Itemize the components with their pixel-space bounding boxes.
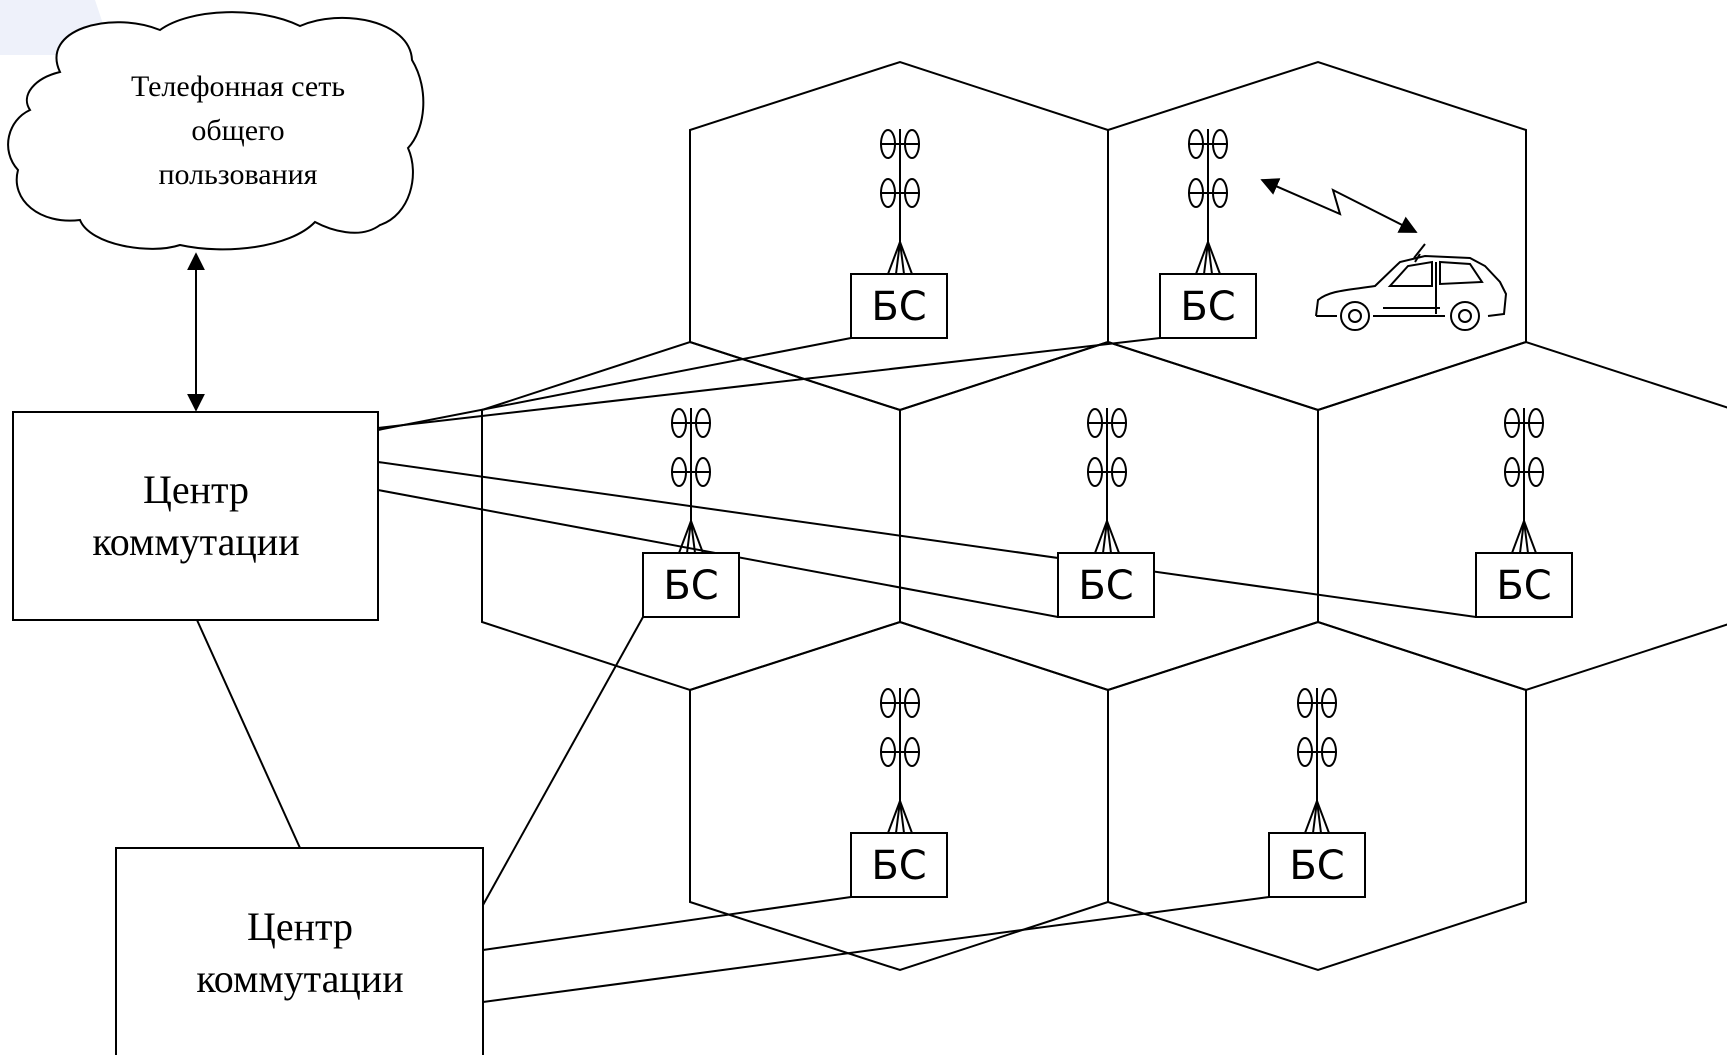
base-station-4-label: БС	[1078, 563, 1133, 609]
base-station-3-box	[642, 552, 740, 618]
antenna-icon	[879, 128, 921, 275]
switching-center-1-box	[12, 411, 379, 621]
base-station-4: БС	[1057, 407, 1155, 618]
base-station-2-label: БС	[1180, 284, 1235, 330]
antenna-icon	[670, 407, 712, 554]
cell-mid-right	[1317, 340, 1727, 692]
base-station-2: БС	[1159, 128, 1257, 339]
link-msc1-bs1	[377, 337, 852, 431]
base-station-4-box	[1057, 552, 1155, 618]
base-station-7: БС	[1268, 687, 1366, 898]
pstn-cloud: Телефонная сеть общего пользования	[7, 11, 425, 251]
cloud-icon	[7, 11, 425, 251]
antenna-icon	[1503, 407, 1545, 554]
link-msc1-bs2	[377, 337, 1161, 429]
switching-center-2-line-1: Центр	[247, 904, 353, 949]
base-station-6-box	[850, 832, 948, 898]
cloud-line-2: общего	[191, 114, 284, 147]
base-station-5-box	[1475, 552, 1573, 618]
base-station-7-box	[1268, 832, 1366, 898]
base-station-1-box	[850, 273, 948, 339]
switching-center-2-box	[115, 847, 484, 1055]
antenna-icon	[1187, 128, 1229, 275]
cell-grid	[481, 60, 1727, 972]
base-station-1-label: БС	[871, 284, 926, 330]
base-station-5: БС	[1475, 407, 1573, 618]
antenna-icon	[879, 687, 921, 834]
cell-top-right	[1107, 60, 1527, 412]
base-station-3-label: БС	[663, 563, 718, 609]
link-msc2-bs6	[482, 896, 852, 951]
base-station-6: БС	[850, 687, 948, 898]
link-msc1-msc2	[196, 619, 301, 849]
base-station-1: БС	[850, 128, 948, 339]
cloud-line-1: Телефонная сеть	[131, 70, 345, 103]
cloud-line-3: пользования	[159, 158, 318, 191]
link-msc1-bs5	[377, 461, 1477, 618]
switching-center-2-line-2: коммутации	[196, 956, 403, 1001]
base-station-7-label: БС	[1289, 843, 1344, 889]
cell-bottom-right	[1107, 620, 1527, 972]
base-station-2-box	[1159, 273, 1257, 339]
link-msc2-bs7	[482, 896, 1270, 1003]
antenna-icon	[1086, 407, 1128, 554]
switching-center-1-line-1: Центр	[143, 467, 249, 512]
car-icon	[1315, 243, 1508, 331]
base-station-3: БС	[642, 407, 740, 618]
base-station-6-label: БС	[871, 843, 926, 889]
cell-mid-center	[899, 340, 1319, 692]
switching-center-1-line-2: коммутации	[92, 519, 299, 564]
link-msc2-bs3	[482, 616, 644, 906]
radio-link-arrow	[1260, 178, 1418, 233]
base-station-5-label: БС	[1496, 563, 1551, 609]
switching-center-1: Центр коммутации	[12, 411, 379, 621]
antenna-icon	[1296, 687, 1338, 834]
backhaul-links	[187, 252, 1477, 1003]
switching-center-2: Центр коммутации	[115, 847, 484, 1055]
